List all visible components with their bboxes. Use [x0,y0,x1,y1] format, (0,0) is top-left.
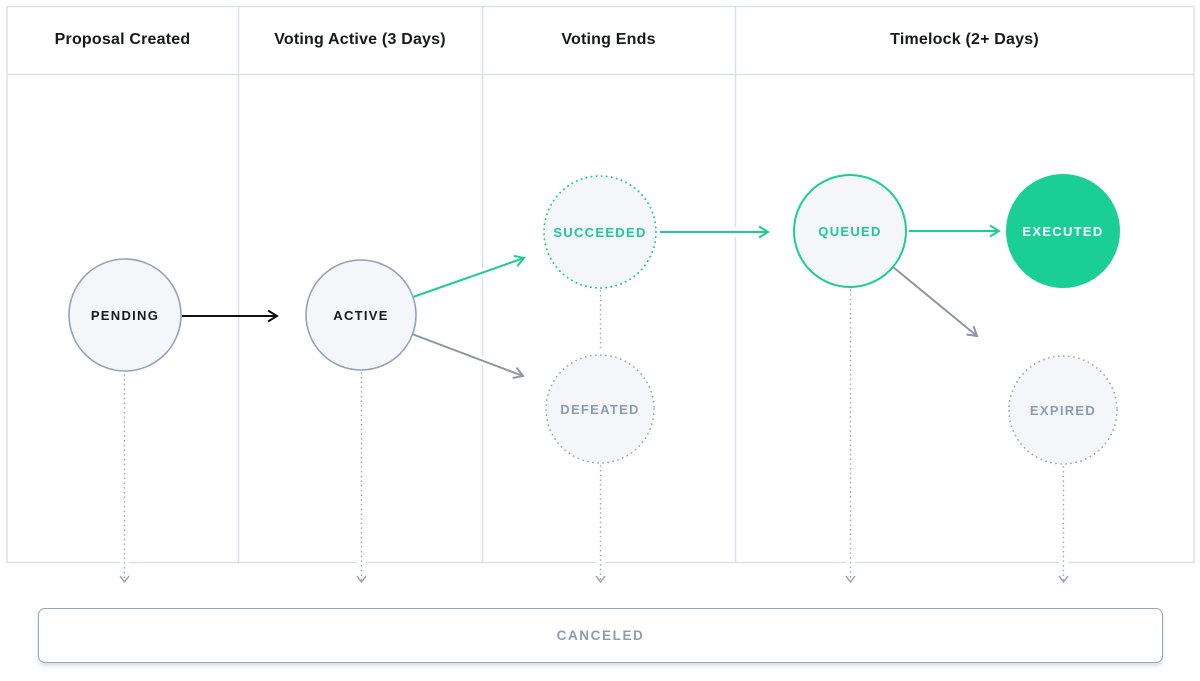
phase-header-voting-ends: Voting Ends [482,6,735,74]
state-expired-label: EXPIRED [1030,403,1096,418]
edge-active-succeeded-arrow [412,254,526,298]
phase-header-label: Proposal Created [54,31,191,48]
phase-header-label: Voting Active (3 Days) [274,31,446,48]
phase-header-voting-active: Voting Active (3 Days) [238,6,482,74]
phase-header-timelock: Timelock (2+ Days) [735,6,1194,74]
state-executed-circle [1006,174,1120,288]
state-canceled-label: CANCELED [556,628,645,643]
cancel-dotted-lines [119,289,1069,584]
state-defeated-label: DEFEATED [560,402,640,417]
state-active-label: ACTIVE [333,308,388,323]
phase-header-label: Voting Ends [561,31,656,48]
state-queued-label: QUEUED [818,224,881,239]
state-executed-label: EXECUTED [1022,224,1103,239]
state-nodes: PENDING ACTIVE SUCCEEDED DEFEATED QUEUED… [68,174,1120,465]
state-succeeded-label: SUCCEEDED [553,225,646,240]
state-defeated-circle [545,354,655,464]
phase-header-label: Timelock (2+ Days) [890,31,1039,48]
phase-header-proposal-created: Proposal Created [7,6,238,74]
state-canceled-bar: CANCELED [38,608,1163,663]
state-active-circle [305,259,417,371]
edge-active-defeated-arrow [411,333,525,379]
state-queued-circle [793,174,907,288]
edge-queued-expired-arrow [892,266,979,338]
state-succeeded-circle [543,175,657,289]
state-expired-circle [1008,355,1118,465]
state-pending-circle [68,258,182,372]
state-pending-label: PENDING [91,308,159,323]
